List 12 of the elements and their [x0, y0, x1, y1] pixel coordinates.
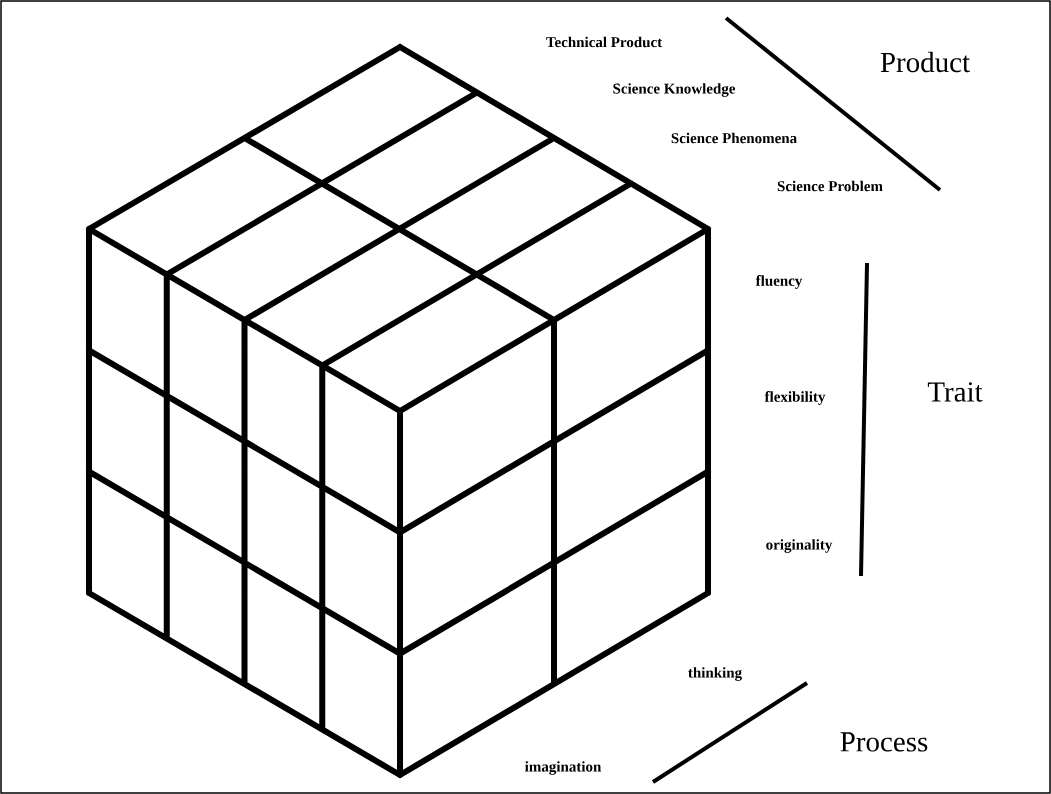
level-label: Science Problem	[777, 180, 883, 192]
level-label: Science Phenomena	[671, 132, 797, 144]
level-label: flexibility	[764, 391, 826, 405]
level-label: imagination	[525, 761, 602, 775]
level-label: originality	[766, 539, 833, 553]
level-label: Technical Product	[546, 36, 663, 48]
level-label: fluency	[755, 275, 803, 289]
dimension-heading: Process	[840, 732, 928, 752]
dimension-heading: Product	[880, 51, 970, 73]
level-label: thinking	[688, 667, 742, 681]
level-label: Science Knowledge	[613, 83, 736, 97]
dimension-heading: Trait	[927, 382, 983, 402]
